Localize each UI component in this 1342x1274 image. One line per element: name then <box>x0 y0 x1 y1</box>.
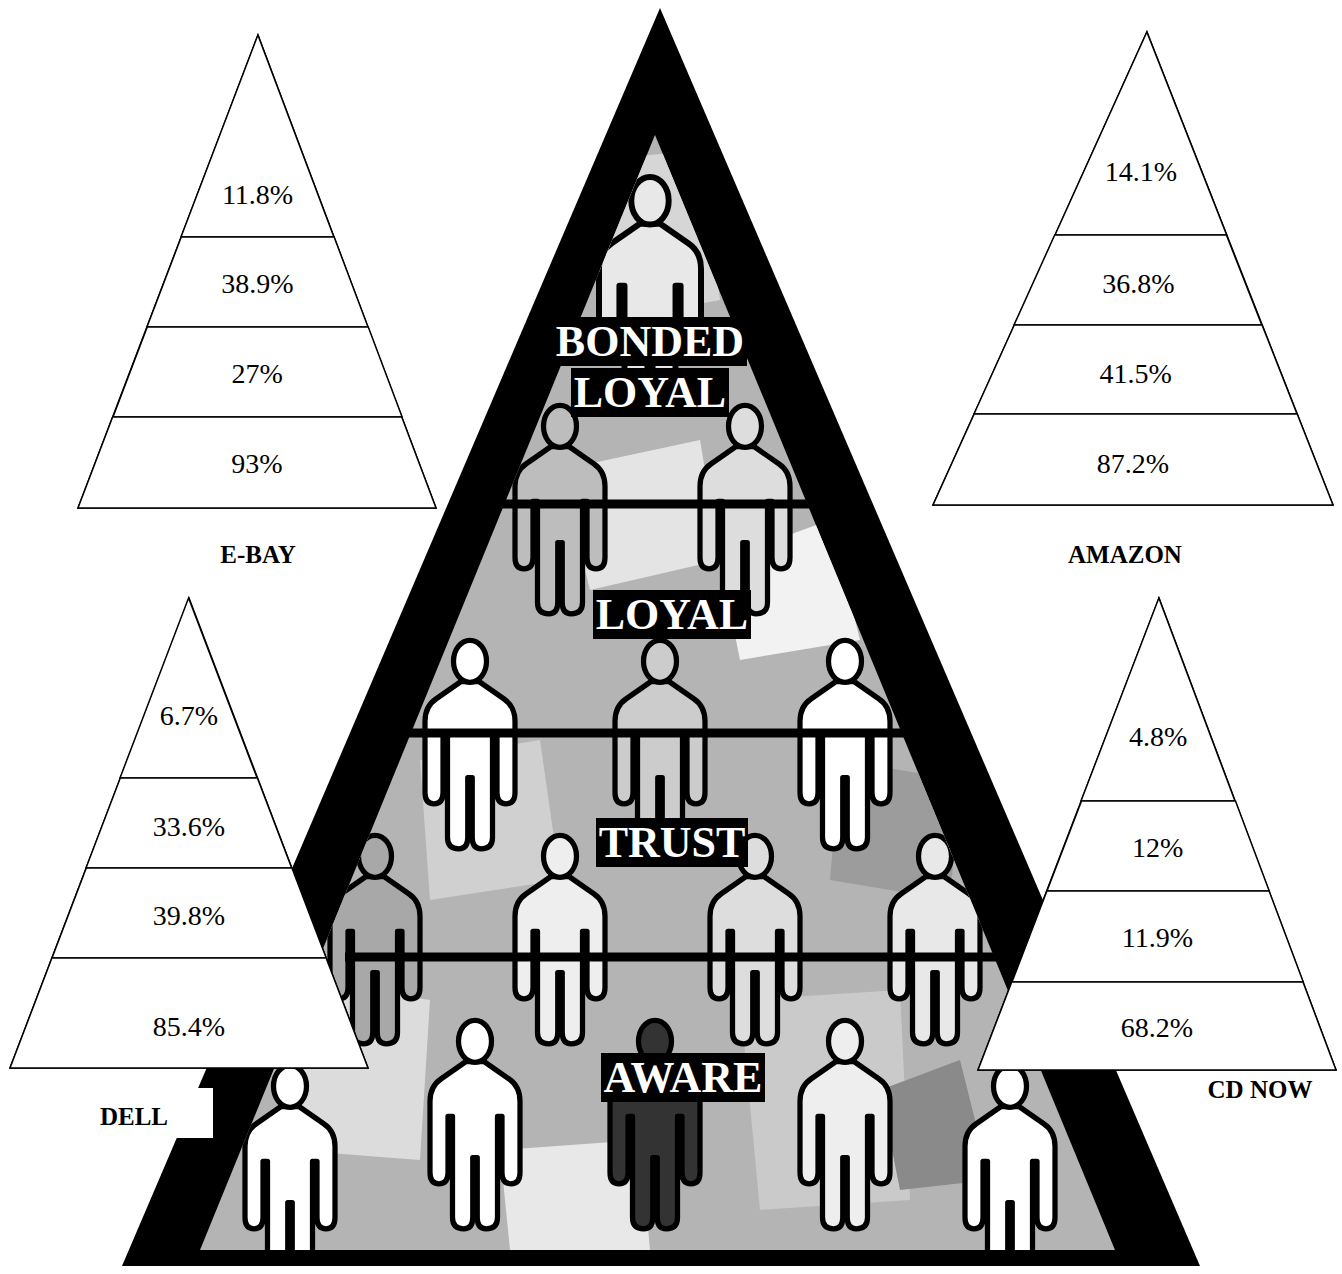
band-outline <box>1081 598 1235 801</box>
loyalty-level: BONDED LOYAL <box>553 317 747 418</box>
band-outline-path <box>978 982 1336 1070</box>
crowd <box>245 150 1055 1274</box>
band-outline-path <box>147 237 368 327</box>
band-outline-path <box>1014 235 1262 325</box>
brand-pyramid: 11.8%38.9%27%93%E-BAY <box>78 35 436 508</box>
pyramid-outline-path <box>978 598 1336 1070</box>
band-percent: 27% <box>232 358 283 390</box>
person-figure <box>515 405 605 614</box>
percent-band: 11.8% <box>181 35 334 237</box>
person-figure <box>700 405 790 614</box>
band-percent: 11.8% <box>222 179 293 211</box>
band-percent: 85.4% <box>153 1011 225 1043</box>
band-percent: 38.9% <box>221 268 293 300</box>
person-figure <box>515 835 605 1044</box>
person-figure <box>430 1020 520 1229</box>
level-text: AWARE <box>601 1053 766 1102</box>
label-ground <box>88 1088 213 1138</box>
band-percent: 6.7% <box>160 700 218 732</box>
percent-band: 6.7% <box>120 598 257 778</box>
person-figure <box>800 640 890 849</box>
band-outline-path <box>78 417 436 508</box>
company-label: DELL <box>100 1103 168 1132</box>
person-figure <box>425 640 515 849</box>
company-label: E-BAY <box>220 541 296 570</box>
person-figure <box>245 1065 335 1274</box>
band-percent: 4.8% <box>1129 721 1187 753</box>
percent-band: 33.6% <box>86 778 292 868</box>
band-outline-path <box>10 958 368 1068</box>
percent-band: 27% <box>113 327 402 417</box>
percent-band: 93% <box>78 417 436 508</box>
pyramid-outline-path <box>78 35 436 508</box>
band-outline-path <box>1081 598 1235 801</box>
band-percent: 33.6% <box>153 811 225 843</box>
band-outline-path <box>120 598 257 778</box>
band-separator <box>345 953 1022 962</box>
band-outline <box>1055 32 1227 235</box>
percent-band: 85.4% <box>10 958 368 1068</box>
person-figure <box>610 1020 700 1229</box>
person-figure <box>965 1065 1055 1274</box>
person-figure <box>890 835 980 1044</box>
band-outline-path <box>113 327 402 417</box>
band-percent: 39.8% <box>153 900 225 932</box>
band-outline-path <box>1047 801 1269 891</box>
band-outline-path <box>1012 891 1303 982</box>
band-outline-path <box>1055 32 1227 235</box>
band-percent: 12% <box>1132 832 1183 864</box>
band-outline-path <box>933 414 1333 505</box>
band-separator <box>375 729 925 738</box>
person-figure <box>800 1020 890 1229</box>
brand-pyramid: 14.1%36.8%41.5%87.2%AMAZON <box>933 32 1333 505</box>
level-text: BONDED LOYAL <box>553 317 747 417</box>
percent-band: 39.8% <box>52 868 326 958</box>
brand-pyramid: 4.8%12%11.9%68.2%CD NOW <box>978 598 1336 1070</box>
band-separator <box>485 500 835 509</box>
loyalty-level: TRUST <box>596 818 749 869</box>
percent-band: 36.8% <box>1014 235 1262 325</box>
percent-band: 87.2% <box>933 414 1333 505</box>
level-text: LOYAL <box>593 590 751 639</box>
company-label: AMAZON <box>1068 541 1182 570</box>
company-label: CD NOW <box>1208 1076 1313 1105</box>
percent-band: 11.9% <box>1012 891 1303 982</box>
band-percent: 41.5% <box>1100 358 1172 390</box>
loyalty-band: LOYAL <box>411 500 902 733</box>
band-percent: 36.8% <box>1102 268 1174 300</box>
brand-pyramid: 6.7%33.6%39.8%85.4%DELL <box>10 598 368 1068</box>
loyalty-band: TRUST <box>320 733 995 957</box>
level-text: TRUST <box>596 818 749 867</box>
band-percent: 87.2% <box>1097 448 1169 480</box>
band-percent: 14.1% <box>1105 156 1177 188</box>
band-percent: 68.2% <box>1121 1012 1193 1044</box>
band-outline-path <box>52 868 326 958</box>
band-outline-path <box>181 35 334 237</box>
percent-band: 14.1% <box>1055 32 1227 235</box>
pyramid-outline-path <box>933 32 1333 505</box>
pyramid-outline-path <box>10 598 368 1068</box>
band-outline <box>120 598 257 778</box>
percent-band: 38.9% <box>147 237 368 327</box>
loyalty-level: AWARE <box>601 1053 766 1104</box>
loyalty-level: LOYAL <box>593 590 751 641</box>
percent-band: 12% <box>1047 801 1269 891</box>
band-outline-path <box>974 325 1297 414</box>
band-percent: 93% <box>231 448 282 480</box>
percent-band: 68.2% <box>978 982 1336 1070</box>
percent-band: 41.5% <box>974 325 1297 414</box>
loyalty-band: BONDED LOYAL <box>506 135 806 500</box>
band-outline-path <box>86 778 292 868</box>
percent-band: 4.8% <box>1081 598 1235 801</box>
band-percent: 11.9% <box>1122 922 1193 954</box>
